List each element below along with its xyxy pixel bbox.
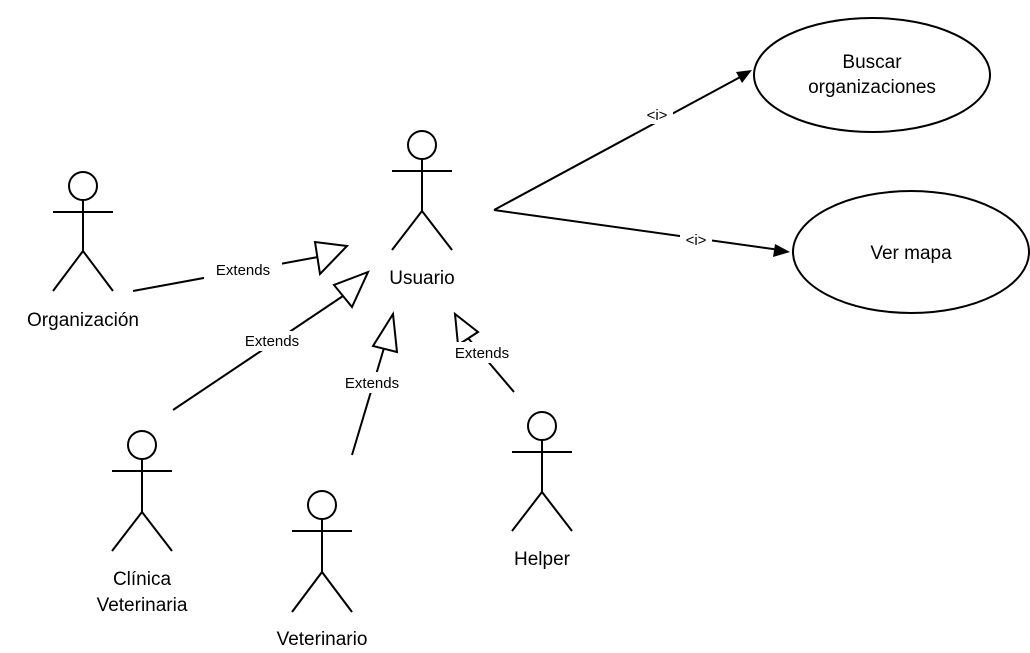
extends-arrowhead-icon: [313, 240, 350, 277]
stick-figure-icon: [52, 171, 114, 292]
actor-clinica-label-line2: Veterinaria: [97, 595, 188, 616]
edge-extends-clinica[interactable]: Extends: [172, 270, 370, 411]
stick-figure-icon: [111, 430, 173, 552]
edge-extends-organizacion-label: Extends: [216, 262, 270, 279]
stick-figure-icon: [391, 130, 453, 251]
use-case-ver-mapa[interactable]: Ver mapa: [792, 190, 1030, 314]
actor-usuario[interactable]: Usuario: [389, 130, 455, 289]
extends-arrowhead-icon: [371, 311, 399, 354]
edge-include-buscar[interactable]: <i>: [493, 70, 752, 211]
arrowhead-icon: [773, 244, 790, 257]
actor-helper[interactable]: Helper: [511, 411, 573, 570]
edge-include-buscar-label: <i>: [647, 107, 668, 124]
actor-organizacion[interactable]: Organización: [27, 171, 139, 331]
actor-veterinario-label: Veterinario: [277, 629, 368, 650]
edge-extends-clinica-label: Extends: [245, 333, 299, 350]
extends-arrowhead-icon: [453, 311, 480, 347]
edge-include-ver-mapa-label: <i>: [686, 232, 707, 249]
actor-clinica-label-line1: Clínica: [113, 569, 172, 590]
extends-arrowhead-icon: [332, 270, 370, 309]
use-case-ver-mapa-label: Ver mapa: [870, 243, 952, 264]
use-case-buscar-label-line2: organizaciones: [808, 77, 936, 98]
actor-veterinario[interactable]: Veterinario: [277, 490, 368, 650]
edge-include-ver-mapa[interactable]: <i>: [493, 209, 790, 257]
actor-clinica-veterinaria[interactable]: Clínica Veterinaria: [97, 430, 188, 616]
actor-organizacion-label: Organización: [27, 310, 139, 331]
edge-extends-veterinario-label: Extends: [345, 375, 399, 392]
stick-figure-icon: [291, 490, 353, 613]
edge-extends-veterinario[interactable]: Extends: [332, 311, 412, 456]
actor-usuario-label: Usuario: [389, 268, 454, 289]
arrowhead-icon: [736, 70, 752, 83]
stick-figure-icon: [511, 411, 573, 532]
edge-extends-organizacion[interactable]: Extends: [132, 240, 350, 292]
actor-helper-label: Helper: [514, 549, 571, 570]
use-case-buscar-label-line1: Buscar: [842, 52, 902, 73]
use-case-buscar-organizaciones[interactable]: Buscar organizaciones: [753, 17, 991, 133]
edge-extends-helper[interactable]: Extends: [442, 311, 522, 393]
edge-extends-helper-label: Extends: [455, 345, 509, 362]
